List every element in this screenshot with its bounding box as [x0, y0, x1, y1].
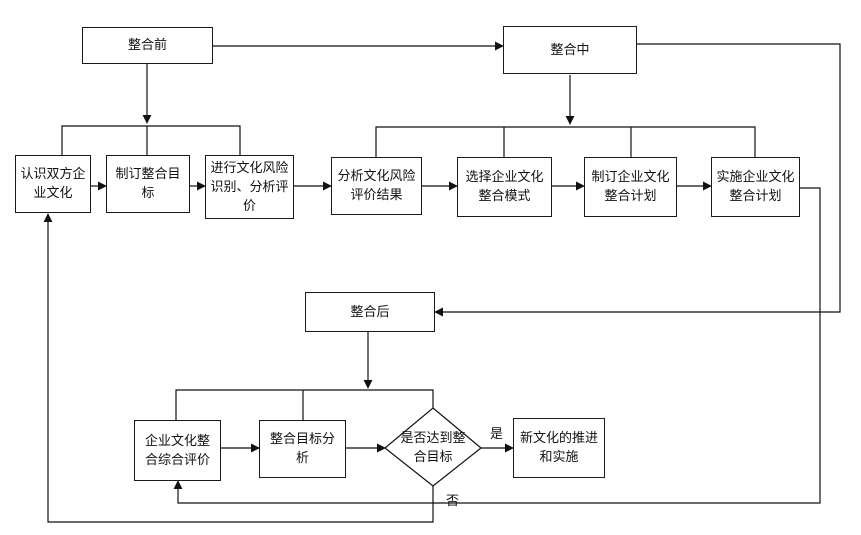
- bracket-during: [375, 126, 756, 157]
- node-comprehensive-eval: 企业文化整合综合评价: [134, 420, 221, 481]
- node-before: 整合前: [82, 27, 213, 64]
- node-before-label: 整合前: [127, 38, 167, 53]
- edge-label-yes: 是: [490, 427, 504, 442]
- node-select-mode: 选择企业文化整合模式: [457, 157, 552, 217]
- edge-during-to-after: [434, 43, 841, 317]
- node-implement: 实施企业文化整合计划: [711, 157, 800, 217]
- node-goal-label: 制订整合目标: [115, 167, 181, 201]
- node-analyze-result: 分析文化风险评价结果: [331, 157, 422, 215]
- node-new-culture-label: 新文化的推进和实施: [519, 431, 598, 465]
- node-recognize: 认识双方企业文化: [15, 155, 91, 213]
- node-goal: 制订整合目标: [106, 155, 190, 213]
- node-after: 整合后: [305, 292, 435, 332]
- edge-implement-to-eval: [173, 187, 821, 504]
- node-after-label: 整合后: [350, 304, 390, 320]
- node-analyze-result-label: 分析文化风险评价结果: [337, 169, 416, 203]
- node-risk-identify: 进行文化风险识别、分析评价: [205, 155, 294, 219]
- node-implement-label: 实施企业文化整合计划: [716, 170, 795, 204]
- decision-diamond: [384, 407, 482, 487]
- node-comprehensive-eval-label: 企业文化整合综合评价: [144, 433, 210, 468]
- bracket-before: [61, 125, 241, 155]
- node-during-label: 整合中: [550, 42, 590, 58]
- edge-no-to-recognize: [43, 213, 434, 523]
- node-make-plan: 制订企业文化整合计划: [584, 157, 677, 217]
- node-risk-identify-label: 进行文化风险识别、分析评价: [210, 160, 289, 214]
- node-goal-analysis: 整合目标分析: [259, 420, 346, 478]
- node-goal-analysis-label: 整合目标分析: [269, 432, 335, 466]
- edge-label-no: 否: [446, 494, 460, 509]
- node-decision-label: 是否达到整合目标: [395, 429, 471, 467]
- node-recognize-label: 认识双方企业文化: [20, 167, 86, 201]
- node-new-culture: 新文化的推进和实施: [513, 418, 605, 478]
- bracket-after: [175, 389, 434, 420]
- node-select-mode-label: 选择企业文化整合模式: [465, 170, 544, 204]
- node-decision-text: 是否达到整合目标: [400, 431, 466, 465]
- node-make-plan-label: 制订企业文化整合计划: [591, 170, 670, 204]
- node-during: 整合中: [503, 26, 637, 74]
